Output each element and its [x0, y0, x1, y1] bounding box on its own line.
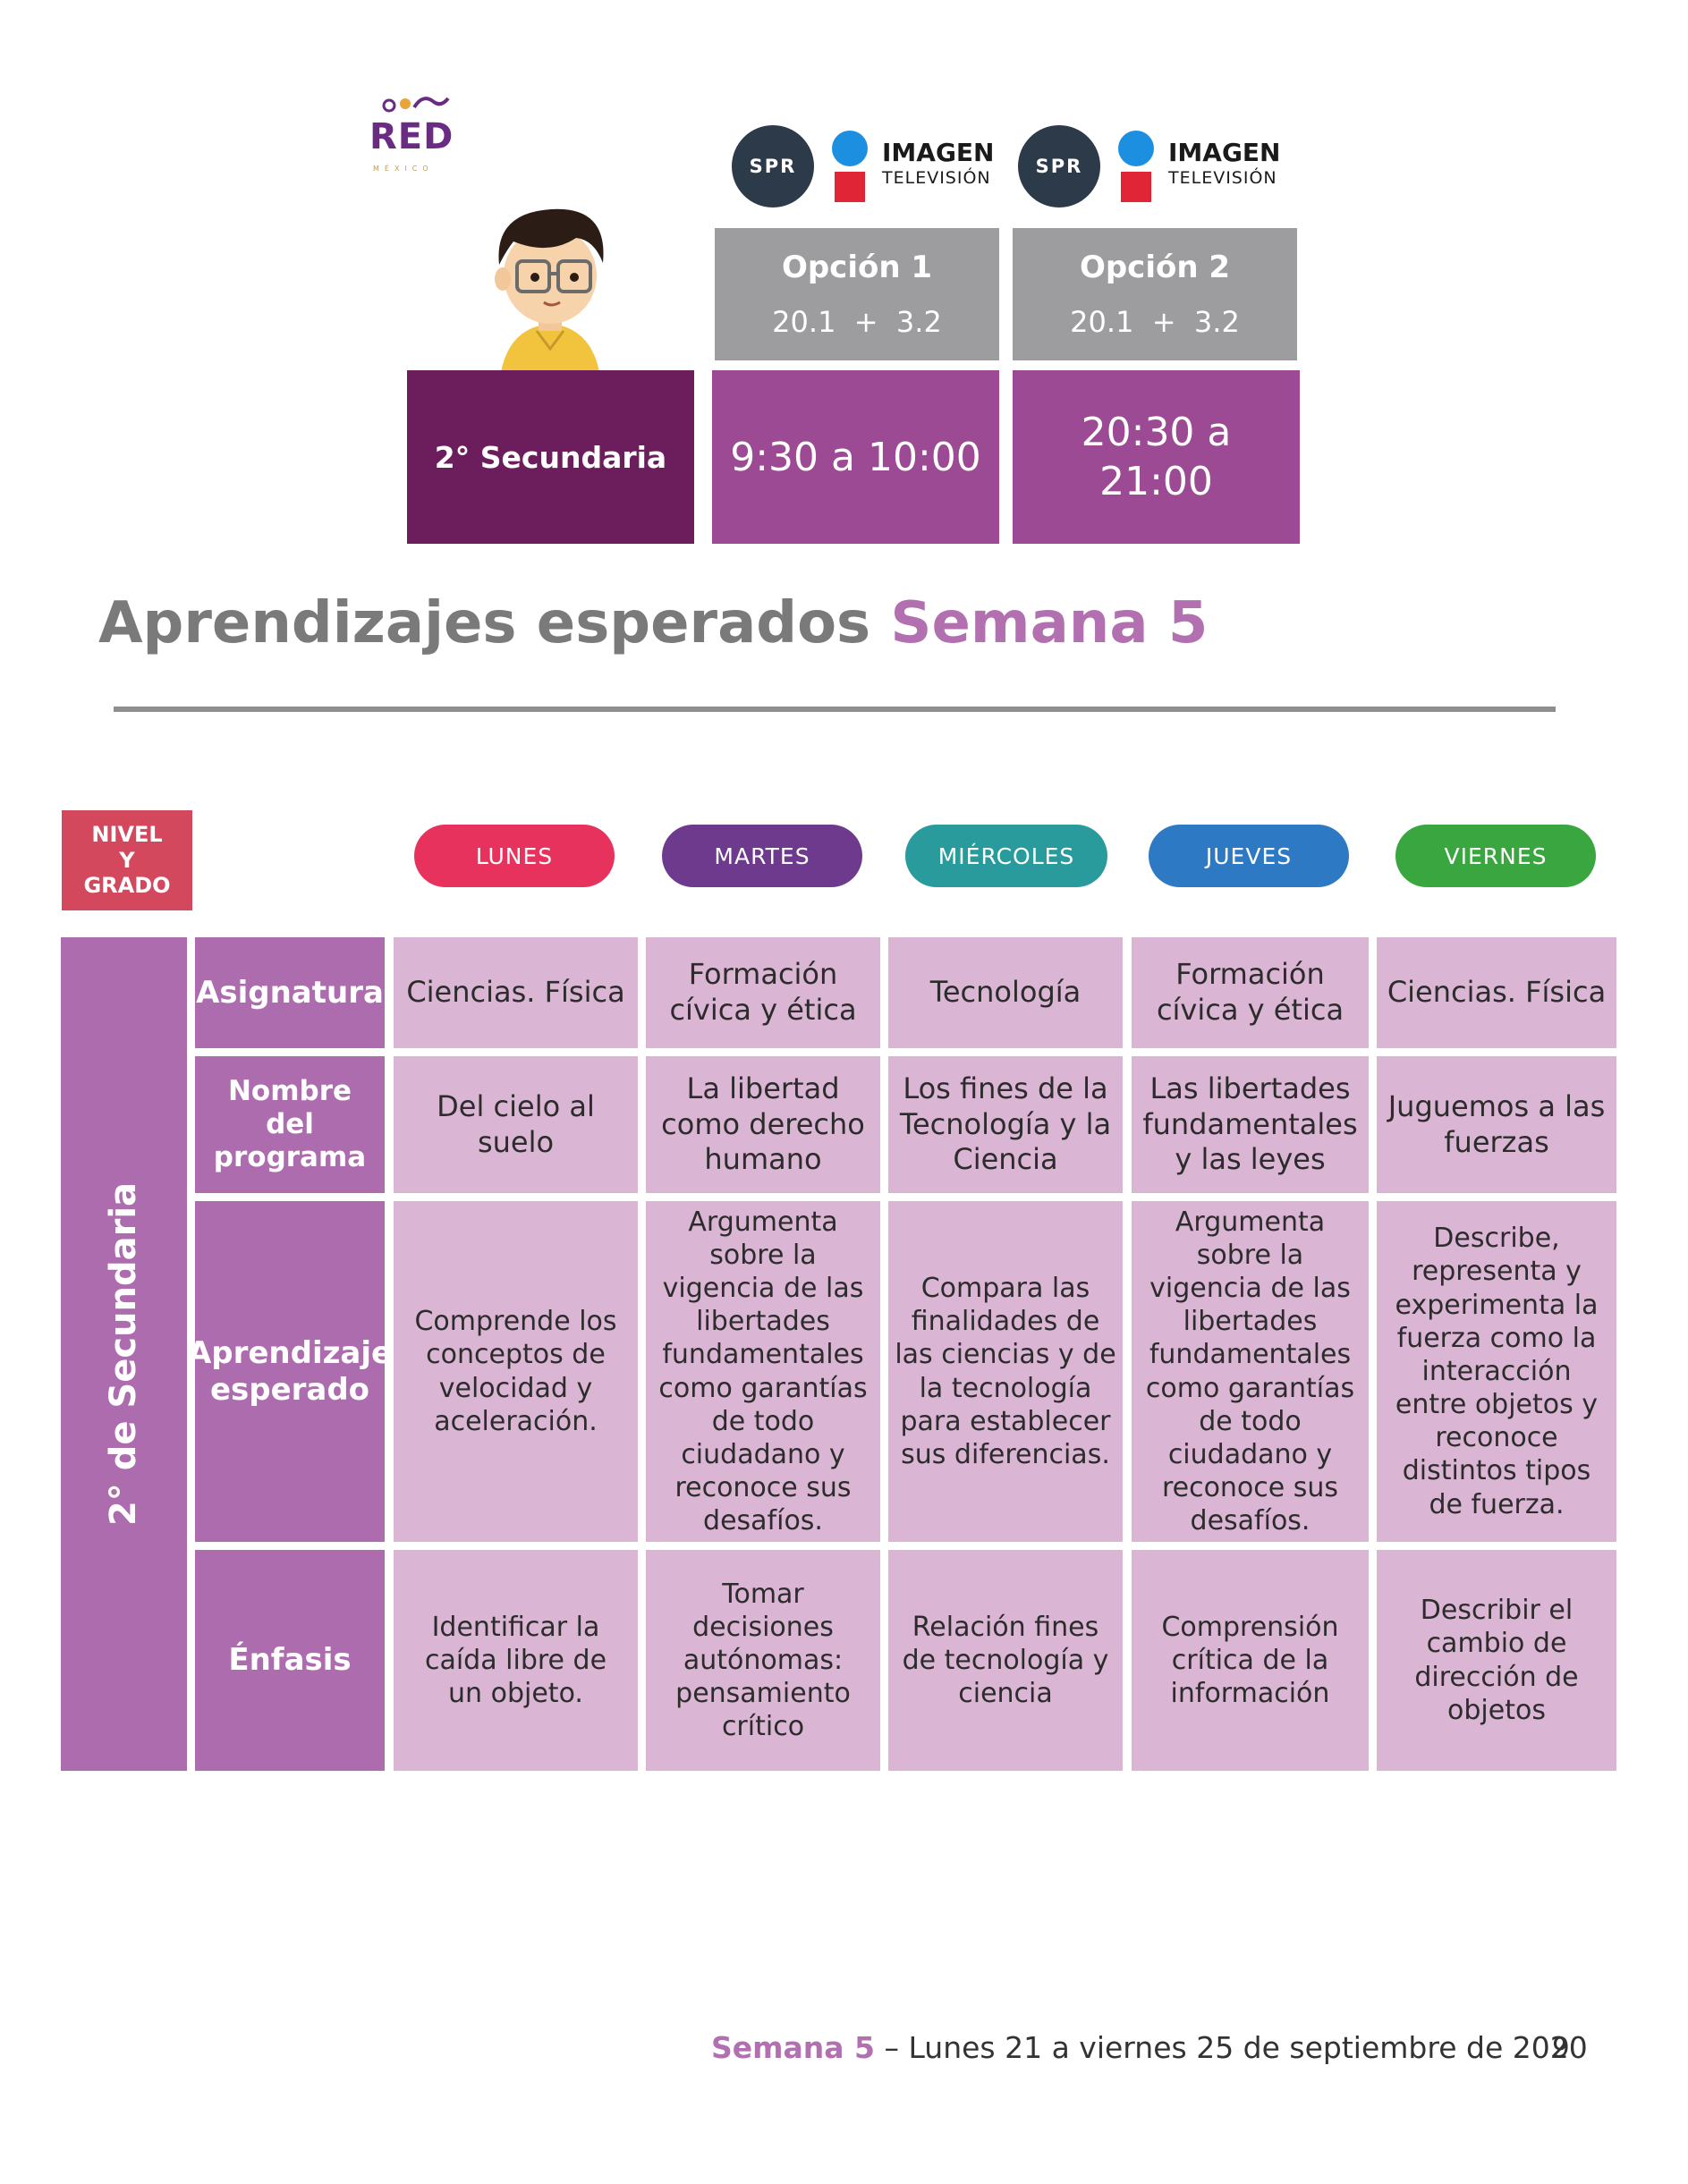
spr-logo-text: SPR [749, 156, 797, 177]
logo-subtitle: MÉXICO [373, 165, 434, 173]
imagen-logo-subtitle: TELEVISIÓN [882, 168, 991, 188]
logo-wordmark: RED [369, 116, 454, 157]
nivel-grado-label: NIVEL Y GRADO [62, 810, 192, 910]
option-2-time: 20:30 a 21:00 [1013, 370, 1300, 544]
row-header-aprendizaje-esperado: Aprendizaje esperado [188, 1201, 392, 1542]
page-title: Aprendizajes esperados Semana 5 [98, 590, 1208, 656]
footer-week: Semana 5 [711, 2030, 876, 2065]
grade-side-column: 2° de Secundaria [61, 937, 187, 1771]
day-pill-jueves: JUEVES [1149, 825, 1349, 887]
grade-side-label: 2° de Secundaria [103, 1181, 145, 1527]
table-cell: Argumenta sobre la vigencia de las liber… [646, 1201, 880, 1542]
spr-logo: SPR [732, 125, 814, 207]
table-cell: Describir el cambio de dirección de obje… [1377, 1550, 1616, 1771]
table-cell: Tecnología [888, 937, 1123, 1048]
imagen-logo-title: IMAGEN [1168, 138, 1281, 167]
day-pill-lunes: LUNES [414, 825, 615, 887]
page-title-prefix: Aprendizajes esperados [98, 590, 891, 656]
student-character-illustration [495, 208, 604, 372]
row-header-nombre-del-programa: Nombre del programa [195, 1056, 385, 1193]
table-cell: Formación cívica y ética [1132, 937, 1369, 1048]
table-cell: Juguemos a las fuerzas [1377, 1056, 1616, 1193]
nivel-label-line: NIVEL [91, 821, 163, 847]
table-cell: Comprensión crítica de la información [1132, 1550, 1369, 1771]
footer-week-range: Semana 5 – Lunes 21 a viernes 25 de sept… [711, 2030, 1588, 2065]
option-1-time: 9:30 a 10:00 [712, 370, 999, 544]
imagen-red-square-icon [835, 172, 865, 202]
spr-logo-text: SPR [1035, 156, 1083, 177]
row-header-enfasis: Énfasis [195, 1550, 385, 1771]
page-title-accent: Semana 5 [890, 590, 1209, 656]
footer-dates: – Lunes 21 a viernes 25 de septiembre de… [875, 2030, 1588, 2065]
table-cell: Ciencias. Física [1377, 937, 1616, 1048]
nivel-label-line: Y [119, 847, 135, 873]
table-cell: Compara las finalidades de las ciencias … [888, 1201, 1123, 1542]
imagen-logo: IMAGEN TELEVISIÓN [830, 125, 1009, 210]
imagen-logo-title: IMAGEN [882, 138, 995, 167]
table-cell: Formación cívica y ética [646, 937, 880, 1048]
day-pill-martes: MARTES [662, 825, 862, 887]
option-channels: 20.1 + 3.2 [1070, 305, 1240, 339]
table-cell: Describe, representa y experimenta la fu… [1377, 1201, 1616, 1542]
table-cell: Los fines de la Tecnología y la Ciencia [888, 1056, 1123, 1193]
option-1-header: Opción 1 20.1 + 3.2 [715, 228, 999, 360]
table-cell: Tomar decisiones autónomas: pensamiento … [646, 1550, 880, 1771]
table-cell: Las libertades fundamentales y las leyes [1132, 1056, 1369, 1193]
logo-ornament-icon [382, 97, 450, 113]
option-title: Opción 2 [1079, 250, 1231, 285]
nivel-label-line: GRADO [83, 873, 171, 899]
imagen-blue-dot-icon [832, 131, 868, 166]
table-cell: Identificar la caída libre de un objeto. [394, 1550, 638, 1771]
table-cell: Ciencias. Física [394, 937, 638, 1048]
table-cell: Del cielo al suelo [394, 1056, 638, 1193]
imagen-logo-subtitle: TELEVISIÓN [1168, 168, 1277, 188]
imagen-logo: IMAGEN TELEVISIÓN [1116, 125, 1295, 210]
day-pill-viernes: VIERNES [1395, 825, 1596, 887]
grade-box: 2° Secundaria [407, 370, 694, 544]
table-cell: Relación fines de tecnología y ciencia [888, 1550, 1123, 1771]
spr-logo: SPR [1018, 125, 1100, 207]
table-cell: Argumenta sobre la vigencia de las liber… [1132, 1201, 1369, 1542]
table-cell: Comprende los conceptos de velocidad y a… [394, 1201, 638, 1542]
red-mexico-logo: RED MÉXICO [362, 93, 461, 179]
imagen-red-square-icon [1121, 172, 1151, 202]
title-divider [114, 707, 1556, 712]
option-2-header: Opción 2 20.1 + 3.2 [1013, 228, 1297, 360]
table-cell: La libertad como derecho humano [646, 1056, 880, 1193]
day-pill-miercoles: MIÉRCOLES [905, 825, 1107, 887]
option-channels: 20.1 + 3.2 [772, 305, 942, 339]
row-header-asignatura: Asignatura [195, 937, 385, 1048]
page-number: 9 [1552, 2032, 1570, 2064]
imagen-blue-dot-icon [1118, 131, 1154, 166]
option-title: Opción 1 [781, 250, 933, 285]
